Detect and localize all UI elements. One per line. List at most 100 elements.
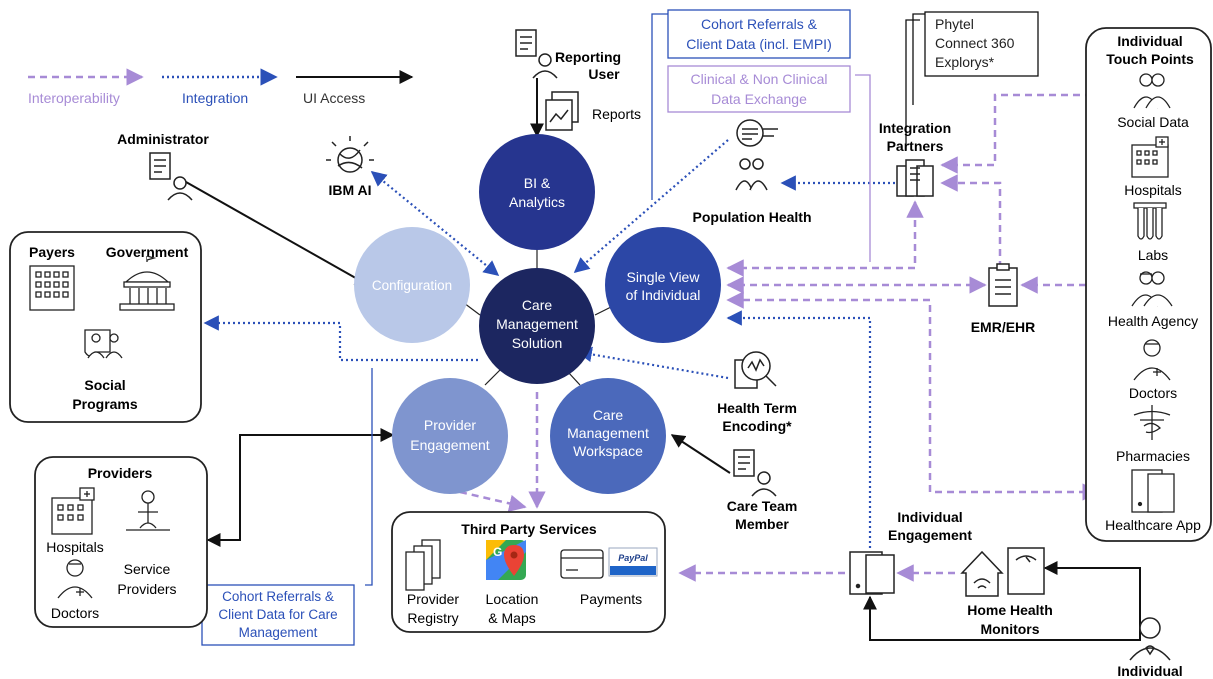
service-providers-label-1: Service [124,561,171,577]
doctor-tp-icon [1133,339,1171,381]
individual-arrow-monitors [1043,561,1141,630]
provider-engagement-circle[interactable]: Provider Engagement [392,378,508,494]
touch-point-social-data: Social Data [1117,114,1189,130]
cohort-bottom-line2: Client Data for Care [218,607,337,622]
spoke-provider [484,369,501,386]
workspace-line3: Workspace [573,443,643,459]
third-party-services-box: Third Party Services Provider Registry G… [391,511,666,633]
touch-points-panel: Individual Touch Points Social Data Hosp… [1085,27,1212,542]
payers-integration [203,315,478,362]
health-term-label-2: Encoding* [722,418,792,434]
phytel-callout: Phytel Connect 360 Explorys* [924,11,1039,77]
home-health-label-2: Monitors [980,621,1039,637]
social-data-partners-interop [940,93,1128,174]
ibm-ai-icon [326,136,374,173]
phytel-bracket [912,13,925,105]
government-building-icon [119,255,175,311]
doctors-label: Doctors [51,605,99,621]
office-building-icon [29,265,75,311]
home-monitor-icon [960,547,1045,597]
touch-points-title-1: Individual [1117,33,1182,49]
reports-label: Reports [592,106,641,122]
touch-point-doctors: Doctors [1129,385,1177,401]
touch-point-health-agency: Health Agency [1108,313,1198,329]
payers-government-box: Payers Government Social Programs [9,231,202,423]
care-team-label-2: Member [735,516,789,532]
registry-label-2: Registry [407,610,458,626]
clinical-line1: Clinical & Non Clinical [691,71,828,87]
cohort-top-bracket [651,13,668,200]
administrator-icon [149,152,193,201]
configuration-label: Configuration [372,278,452,293]
third-party-title: Third Party Services [461,521,597,537]
paypal-icon[interactable]: PayPal [608,547,658,577]
cohort-bottom-callout: Cohort Referrals & Client Data for Care … [201,584,355,646]
configuration-circle[interactable]: Configuration [354,227,470,343]
social-programs-icon [84,329,123,359]
phytel-bracket-2 [905,19,920,150]
phytel-line3: Explorys* [935,54,995,70]
emr-label: EMR/EHR [971,319,1036,335]
administrator-label: Administrator [117,131,209,147]
hub-line2: Management [496,316,578,332]
connectors [185,13,1141,641]
workspace-line2: Management [567,425,649,441]
administrator-arrow [185,181,370,286]
social-programs-label-2: Programs [72,396,138,412]
reporting-user-label-2: User [588,66,620,82]
emr-icon [988,263,1018,307]
provider-line2: Engagement [410,437,490,453]
registry-label-1: Provider [407,591,459,607]
social-programs-label-1: Social [84,377,125,393]
touch-point-healthcare-app: Healthcare App [1105,517,1201,533]
location-label-1: Location [486,591,539,607]
care-team-icon [733,449,777,497]
care-management-hub[interactable]: Care Management Solution [479,268,595,384]
ibm-ai-label: IBM AI [328,182,371,198]
payments-label: Payments [580,591,642,607]
hospitals-label: Hospitals [46,539,104,555]
bi-line1: BI & [524,175,551,191]
clinical-bracket [855,74,871,262]
cohort-top-callout: Cohort Referrals & Client Data (incl. EM… [667,9,851,59]
reporting-user-icon [515,29,558,79]
service-providers-label-2: Providers [117,581,176,597]
health-term-icon [734,351,777,389]
providers-title: Providers [88,465,153,481]
individual-label: Individual [1117,663,1182,679]
hub-line1: Care [522,297,553,313]
reports-icon [545,91,579,131]
registry-icon [405,539,441,591]
payers-label: Payers [29,244,75,260]
phytel-line2: Connect 360 [935,35,1015,51]
maps-g-glyph: G [493,545,502,559]
care-workspace-circle[interactable]: Care Management Workspace [550,378,666,494]
cohort-bottom-line1: Cohort Referrals & [222,589,334,604]
legend-interoperability-label: Interoperability [28,90,120,106]
service-provider-icon [126,490,170,531]
phytel-line1: Phytel [935,16,974,32]
providers-arrow [206,428,395,547]
single-view-partners-interop [726,200,924,277]
ibm-ai-integration [370,171,500,276]
cohort-bottom-bracket [365,368,373,586]
population-health-icon [735,119,778,191]
cohort-bottom-line3: Management [239,625,318,640]
hospital-tp-icon [1131,136,1169,178]
social-data-icon [1133,73,1171,109]
health-agency-icon [1131,271,1173,307]
individual-engagement-label-1: Individual [897,509,962,525]
paypal-label: PayPal [618,553,648,563]
legend-integration-label: Integration [182,90,248,106]
bi-analytics-circle[interactable]: BI & Analytics [479,134,595,250]
single-view-line2: of Individual [626,287,701,303]
healthcare-app-icon [1131,469,1175,513]
single-view-circle[interactable]: Single View of Individual [605,227,721,343]
care-team-arrow [670,434,731,474]
maps-icon[interactable]: G [486,540,526,580]
emr-partners-interop [940,174,1002,268]
providers-box: Providers Hospitals Doctors Service Prov… [34,456,208,628]
hub-line3: Solution [512,335,563,351]
mobile-devices-icon [849,551,895,595]
bi-line2: Analytics [509,194,565,210]
